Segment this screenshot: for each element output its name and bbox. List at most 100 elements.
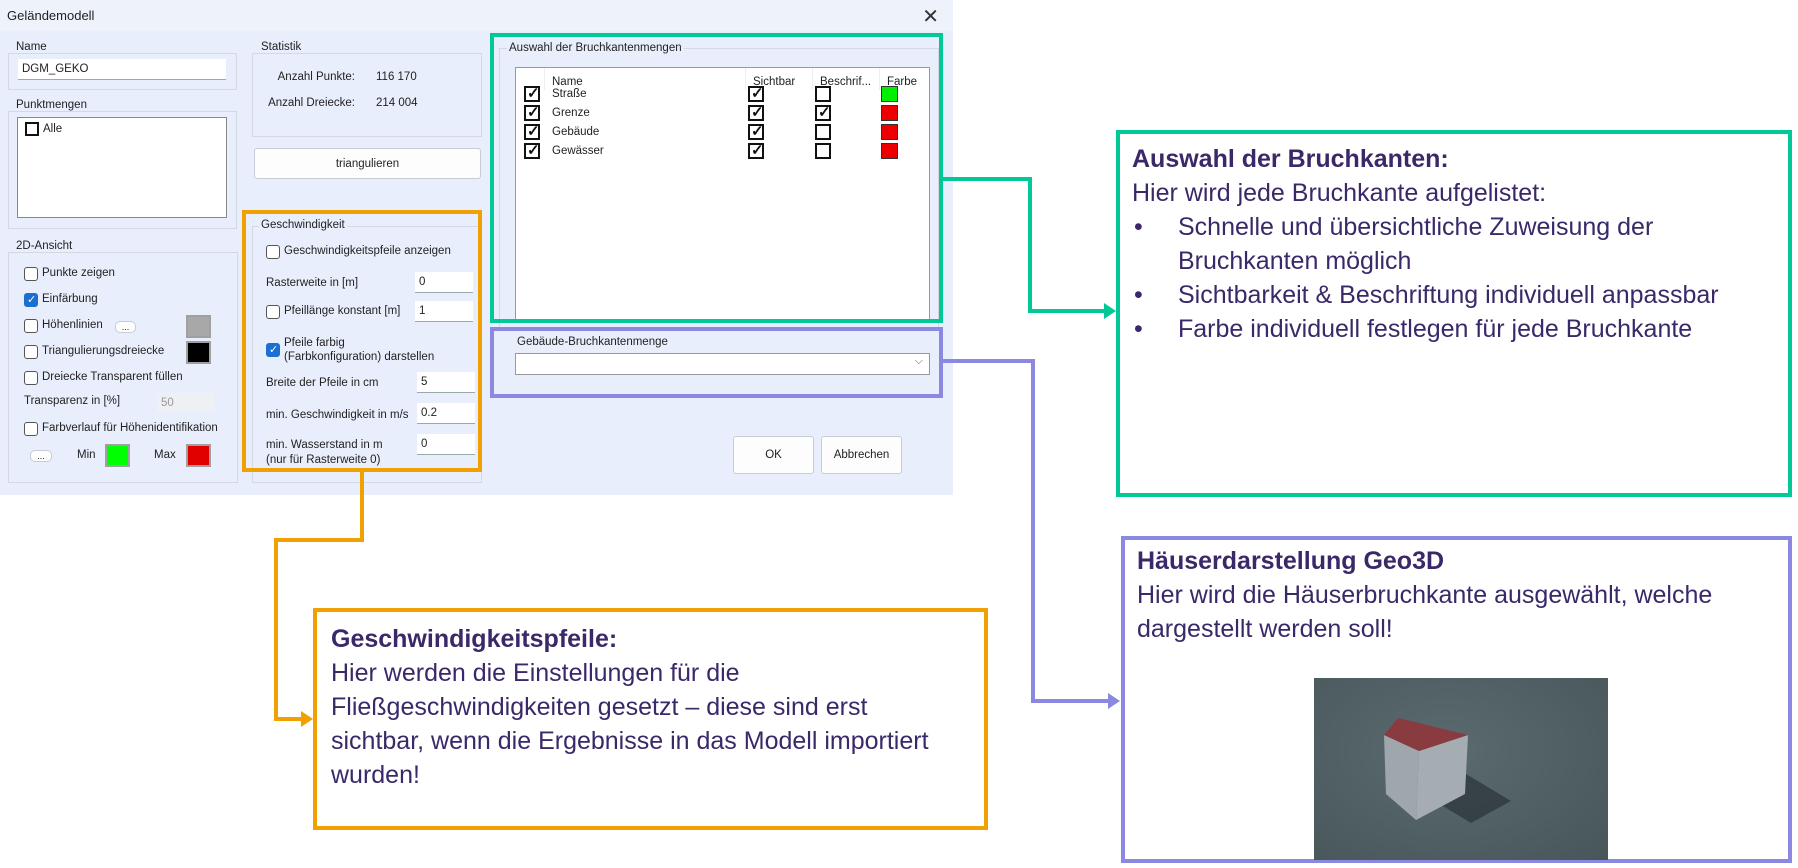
bruchkanten-label: Auswahl der Bruchkantenmengen: [507, 42, 684, 54]
max-label: Max: [154, 449, 176, 461]
green-arrowhead: [1104, 303, 1116, 319]
row-select-checkbox[interactable]: [524, 103, 540, 121]
row-color-swatch[interactable]: [881, 86, 898, 102]
farbverlauf-checkbox[interactable]: [24, 422, 38, 436]
einfaerbung-label: Einfärbung: [42, 293, 98, 305]
cancel-button[interactable]: Abbrechen: [821, 436, 902, 474]
dialog-title: Geländemodell: [7, 8, 95, 23]
triang-color-swatch[interactable]: [186, 341, 211, 364]
haeuser-annotation: Häuserdarstellung Geo3D Hier wird die Hä…: [1121, 536, 1792, 863]
gelaendemodell-dialog: Geländemodell ✕ Name Punktmengen Alle 2D…: [0, 0, 953, 495]
column-header-beschriftung[interactable]: Beschrif...: [820, 76, 872, 88]
row-name: Grenze: [552, 107, 590, 119]
column-header-name[interactable]: Name: [552, 76, 583, 88]
bruchkanten-highlight: [490, 33, 943, 323]
column-header-farbe[interactable]: Farbe: [887, 76, 918, 88]
list-item-label: Alle: [43, 123, 63, 135]
row-color-swatch[interactable]: [881, 124, 898, 140]
punkte-label: Punkte zeigen: [42, 267, 115, 279]
transparent-checkbox[interactable]: [24, 371, 38, 385]
triang-checkbox[interactable]: [24, 345, 38, 359]
punktmengen-list[interactable]: Alle: [17, 117, 227, 218]
2d-ansicht-label: 2D-Ansicht: [14, 240, 75, 252]
transparenz-input[interactable]: [157, 393, 214, 412]
triangulieren-button[interactable]: triangulieren: [254, 148, 481, 179]
haeuser-annotation-title: Häuserdarstellung Geo3D: [1137, 547, 1445, 575]
geschwindigkeit-annotation-text: Hier werden die Einstellungen für die Fl…: [331, 659, 929, 789]
purple-arrowhead: [1108, 693, 1120, 709]
pfeile-farbig-checkbox[interactable]: [266, 343, 280, 357]
punkte-checkbox[interactable]: [24, 267, 38, 281]
2d-ansicht-group: [8, 252, 238, 483]
bruchkanten-table: Name Sichtbar Beschrif... Farbe StraßeGr…: [515, 67, 930, 322]
bullet-item: Sichtbarkeit & Beschriftung individuell …: [1178, 281, 1719, 309]
geschwindigkeit-annotation-title: Geschwindigkeitspfeile:: [331, 625, 618, 653]
farbverlauf-label: Farbverlauf für Höhenidentifikation: [42, 422, 218, 434]
name-label: Name: [14, 41, 49, 53]
pfeillaenge-label: Pfeillänge konstant [m]: [284, 305, 401, 317]
bruchkanten-annotation-title: Auswahl der Bruchkanten:: [1132, 145, 1449, 173]
min-geschw-label: min. Geschwindigkeit in m/s: [266, 409, 409, 421]
dreiecke-count-label: Anzahl Dreiecke:: [268, 97, 355, 109]
triang-label: Triangulierungsdreiecke: [42, 345, 165, 357]
rasterweite-input[interactable]: [415, 272, 473, 293]
row-label-checkbox[interactable]: [815, 143, 831, 159]
row-color-swatch[interactable]: [881, 105, 898, 121]
name-input[interactable]: [18, 59, 226, 80]
geschwindigkeit-highlight: [242, 210, 482, 472]
hoehenlinien-color-swatch[interactable]: [186, 315, 211, 338]
transparenz-label: Transparenz in [%]: [24, 395, 121, 407]
bruchkanten-annotation-intro: Hier wird jede Bruchkante aufgelistet:: [1132, 179, 1547, 207]
orange-connector: [274, 472, 364, 721]
row-select-checkbox[interactable]: [524, 84, 540, 102]
wasserstand-label: min. Wasserstand in m: [266, 439, 383, 451]
dreiecke-count-value: 214 004: [376, 97, 418, 109]
geschwindigkeit-annotation: Geschwindigkeitspfeile: Hier werden die …: [313, 608, 988, 830]
row-label-checkbox[interactable]: [815, 103, 831, 121]
list-item-checkbox[interactable]: [25, 122, 39, 136]
min-geschw-input[interactable]: [417, 403, 475, 424]
min-color-swatch[interactable]: [105, 444, 130, 467]
haeuser-annotation-text: Hier wird die Häuserbruchkante ausgewähl…: [1137, 581, 1713, 643]
breite-label: Breite der Pfeile in cm: [266, 377, 379, 389]
einfaerbung-checkbox[interactable]: [24, 293, 38, 307]
pfeile-anzeigen-checkbox[interactable]: [266, 245, 280, 259]
wasserstand-input[interactable]: [417, 434, 475, 455]
punkte-count-label: Anzahl Punkte:: [277, 71, 355, 83]
row-visible-checkbox[interactable]: [748, 141, 764, 159]
pfeillaenge-checkbox[interactable]: [266, 305, 280, 319]
row-visible-checkbox[interactable]: [748, 103, 764, 121]
breite-input[interactable]: [417, 372, 475, 393]
pfeile-farbig-label: Pfeile farbig: [284, 337, 345, 349]
row-name: Straße: [552, 88, 587, 100]
gebaeude-combobox[interactable]: ⌵: [515, 353, 930, 375]
close-icon[interactable]: ✕: [922, 6, 939, 28]
row-label-checkbox[interactable]: [815, 86, 831, 102]
punktmengen-group: [8, 111, 237, 229]
row-color-swatch[interactable]: [881, 143, 898, 159]
statistik-label: Statistik: [259, 41, 304, 53]
bullet-item: Schnelle und übersichtliche Zuweisung de…: [1178, 213, 1654, 275]
purple-connector: [943, 359, 1112, 703]
hoehenlinien-label: Höhenlinien: [42, 319, 103, 331]
rasterweite-label: Rasterweite in [m]: [266, 277, 359, 289]
row-select-checkbox[interactable]: [524, 141, 540, 159]
hoehenlinien-checkbox[interactable]: [24, 319, 38, 333]
farbverlauf-options-button[interactable]: ...: [30, 450, 52, 462]
max-color-swatch[interactable]: [186, 444, 211, 467]
name-group: [8, 53, 237, 90]
row-label-checkbox[interactable]: [815, 124, 831, 140]
ok-button[interactable]: OK: [733, 436, 814, 474]
building-3d-preview-image: [1314, 678, 1608, 860]
row-name: Gewässer: [552, 145, 604, 157]
hoehenlinien-options-button[interactable]: ...: [115, 321, 136, 333]
title-bar: Geländemodell ✕: [0, 0, 953, 31]
building-icon: [1384, 718, 1511, 823]
chevron-down-icon: ⌵: [914, 355, 923, 367]
min-label: Min: [77, 449, 96, 461]
row-visible-checkbox[interactable]: [748, 122, 764, 140]
punkte-count-value: 116 170: [376, 71, 417, 83]
pfeillaenge-input[interactable]: [415, 301, 473, 322]
row-select-checkbox[interactable]: [524, 122, 540, 140]
row-visible-checkbox[interactable]: [748, 84, 764, 102]
